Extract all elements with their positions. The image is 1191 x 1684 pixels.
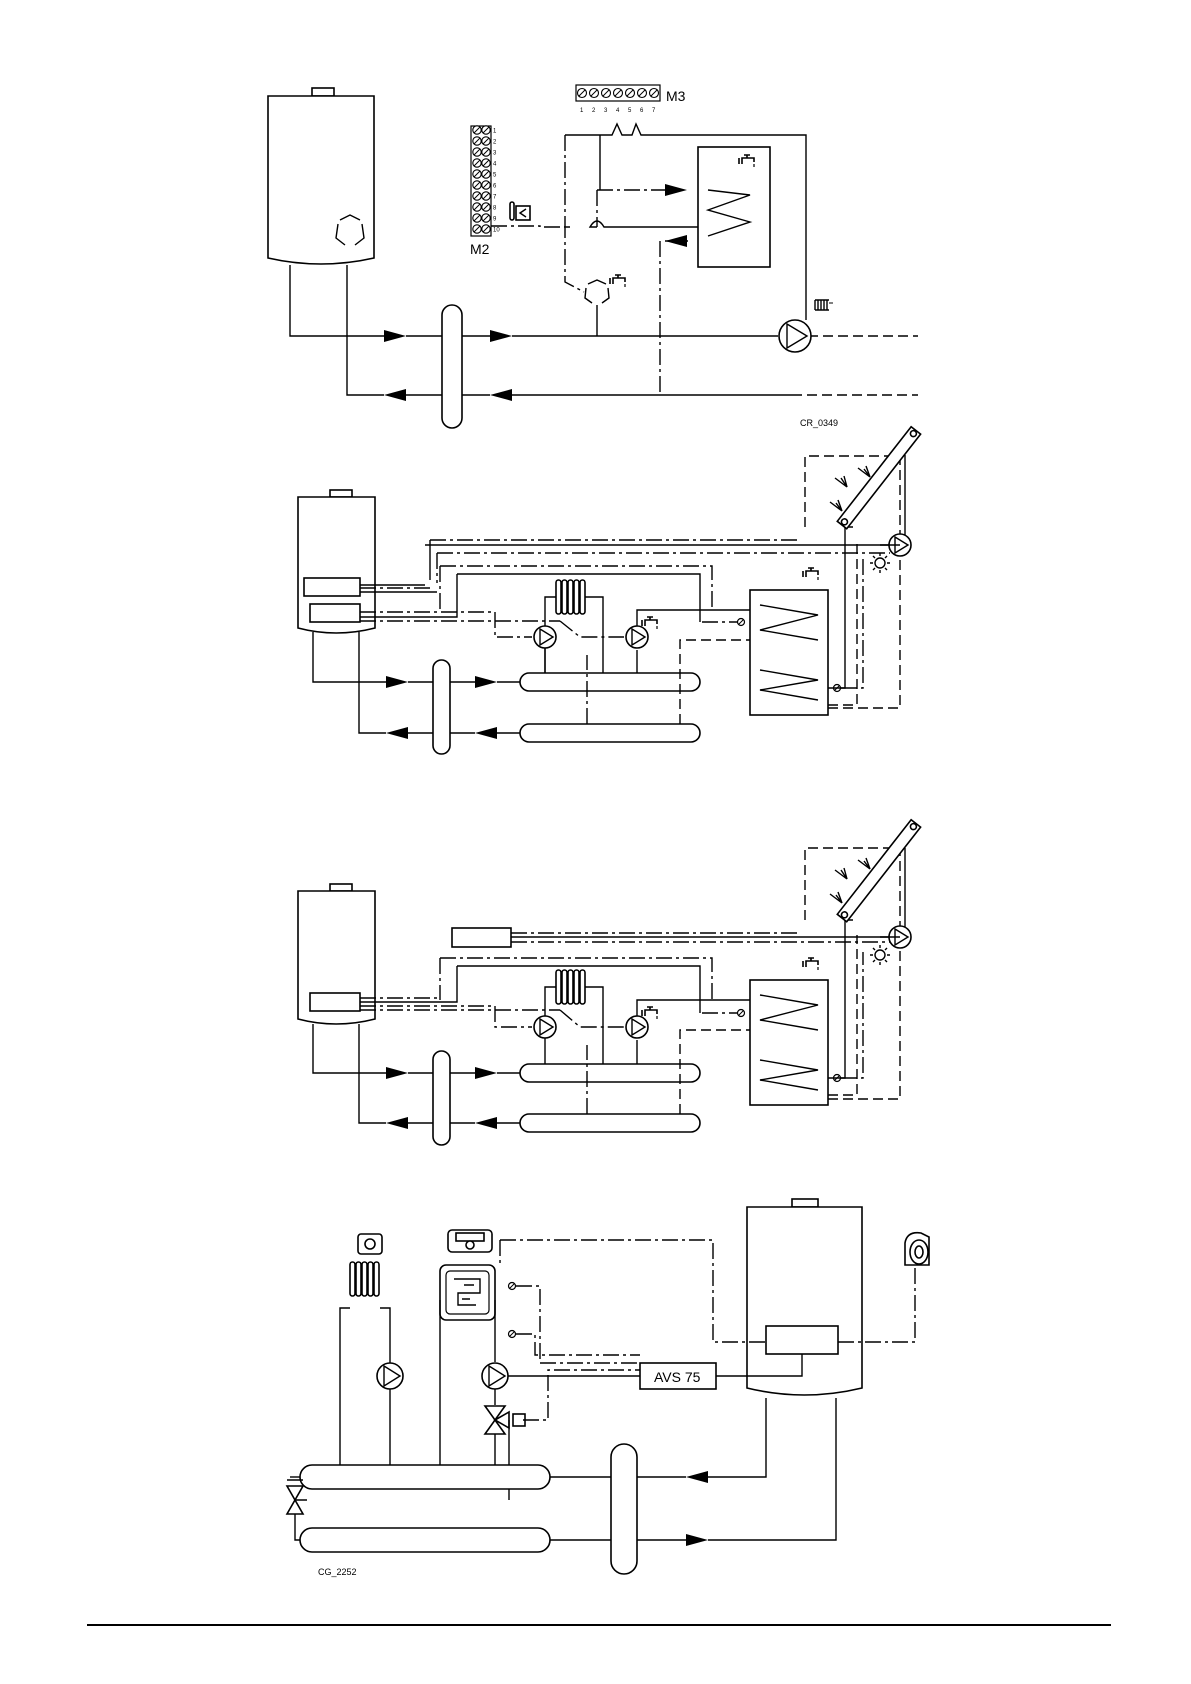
tap-icon [641,1006,658,1020]
terminal-screw: 8 [472,202,497,212]
terminal-screw: 1 [576,87,588,114]
boiler-icon [297,883,376,1025]
terminal-number: 3 [493,151,497,157]
diagram-4-code: CG_2252 [318,1567,357,1577]
terminal-number: 6 [640,108,644,114]
header-return [519,1113,701,1133]
terminal-strip-m3: 1 2 3 4 5 6 7 M3 [575,84,686,114]
terminal-screw: 3 [600,87,612,114]
boiler-icon [267,87,375,265]
sun-icon [869,944,891,966]
terminal-number: 1 [580,108,584,114]
terminal-number: 1 [493,129,497,135]
terminal-screw: 2 [588,87,600,114]
room-unit-icon [447,1229,493,1253]
terminal-screw: 5 [624,87,636,114]
terminal-strip-m2: 1 2 3 4 5 6 7 8 9 10 M2 [470,125,500,257]
diagram-1: 1 2 3 4 5 6 7 M3 1 2 3 4 5 6 7 8 9 10 M2 CR_0349 [267,84,918,429]
pump-icon [481,1362,509,1390]
terminal-screw: 3 [472,147,497,157]
hydraulic-separator-icon [441,304,463,429]
outdoor-sensor-icon [904,1231,930,1266]
terminal-m3-label: M3 [666,88,686,104]
terminal-screw: 7 [648,87,660,114]
sensor-icon [736,617,746,627]
hot-water-tank [736,567,842,716]
boiler-icon [746,1198,863,1396]
terminal-number: 5 [493,173,497,179]
mixing-valve-icon [483,1405,526,1435]
three-way-valve [584,274,626,305]
terminal-screw: 2 [472,136,497,146]
terminal-screw: 6 [472,180,497,190]
sensor-icon [736,1008,746,1018]
pump-icon [778,319,812,353]
hot-water-tank [736,957,842,1106]
pump-icon [533,625,557,649]
diagram-3 [297,818,922,1146]
terminal-number: 2 [592,108,596,114]
terminal-number: 8 [493,206,497,212]
solar-collector-icon [836,818,922,923]
diagram-4: AVS 75 [285,1198,930,1577]
terminal-screw: 10 [472,224,500,234]
terminal-screw: 9 [472,213,497,223]
terminal-m2-label: M2 [470,241,490,257]
terminal-number: 2 [493,140,497,146]
tap-icon [641,616,658,630]
terminal-screw: 7 [472,191,497,201]
terminal-number: 7 [493,195,497,201]
hydraulic-separator-icon [610,1443,638,1575]
terminal-screw: 4 [612,87,624,114]
terminal-number: 5 [628,108,632,114]
terminal-screw: 6 [636,87,648,114]
terminal-screw: 5 [472,169,497,179]
boiler-icon [297,489,376,634]
thermostat-icon [509,201,531,221]
terminal-number: 6 [493,184,497,190]
solar-collector-icon [836,425,922,530]
header-flow [299,1464,551,1490]
pump-icon [533,1015,557,1039]
header-return [519,723,701,743]
terminal-number: 3 [604,108,608,114]
terminal-number: 4 [493,162,497,168]
thermostat-icon [357,1233,383,1255]
terminal-number: 9 [493,217,497,223]
tap-icon [802,957,819,971]
diagram-1-code: CR_0349 [800,418,838,428]
pump-icon [625,625,649,649]
header-flow [519,1063,701,1083]
radiator-icon [555,579,586,615]
sensor-icon [507,1329,517,1339]
avs-75-label: AVS 75 [654,1369,701,1385]
terminal-number: 7 [652,108,656,114]
header-return [299,1527,551,1553]
tap-icon [802,567,819,581]
terminal-number: 10 [493,228,500,234]
solar-controller [451,927,512,948]
sun-icon [869,552,891,574]
radiator-icon [555,969,586,1005]
terminal-number: 4 [616,108,620,114]
hydraulic-separator-icon [432,1050,451,1146]
floor-heating-icon [439,1264,496,1321]
radiator-icon [349,1261,380,1297]
pump-icon [376,1362,404,1390]
hot-water-tank [697,146,771,268]
hydraulic-separator-icon [432,659,451,755]
pump-icon [625,1015,649,1039]
header-flow [519,672,701,692]
terminal-screw: 4 [472,158,497,168]
diagram-2 [297,425,922,755]
terminal-screw: 1 [472,125,497,135]
sensor-icon [507,1281,517,1291]
radiator-icon [814,299,833,311]
